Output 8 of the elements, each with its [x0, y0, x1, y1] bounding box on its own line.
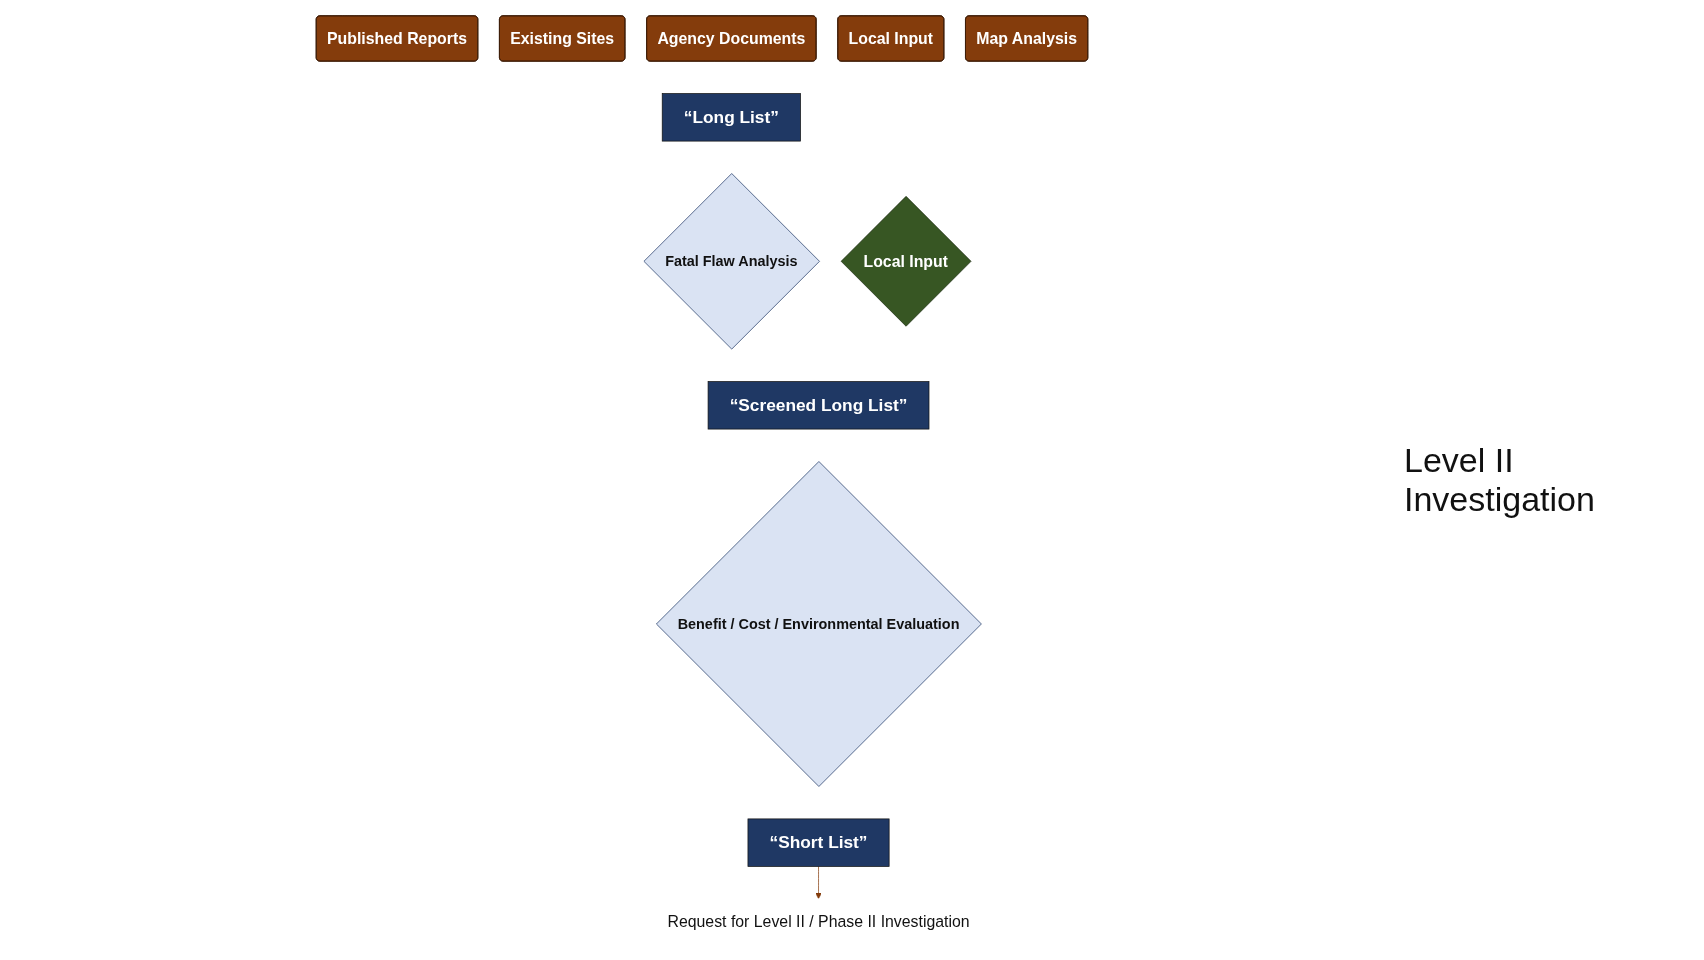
- node-diamond: Benefit / Cost / Environmental Evaluation: [656, 461, 982, 787]
- node-box: “Screened Long List”: [707, 381, 930, 430]
- node-box: “Short List”: [747, 818, 890, 867]
- bracket-label: Level II Investigation: [1404, 441, 1596, 519]
- node-diamond: Local Input: [840, 196, 972, 327]
- node-diamond: Fatal Flaw Analysis: [643, 173, 820, 350]
- node-text: Request for Level II / Phase II Investigation: [667, 912, 970, 931]
- node-box: “Long List”: [661, 93, 801, 142]
